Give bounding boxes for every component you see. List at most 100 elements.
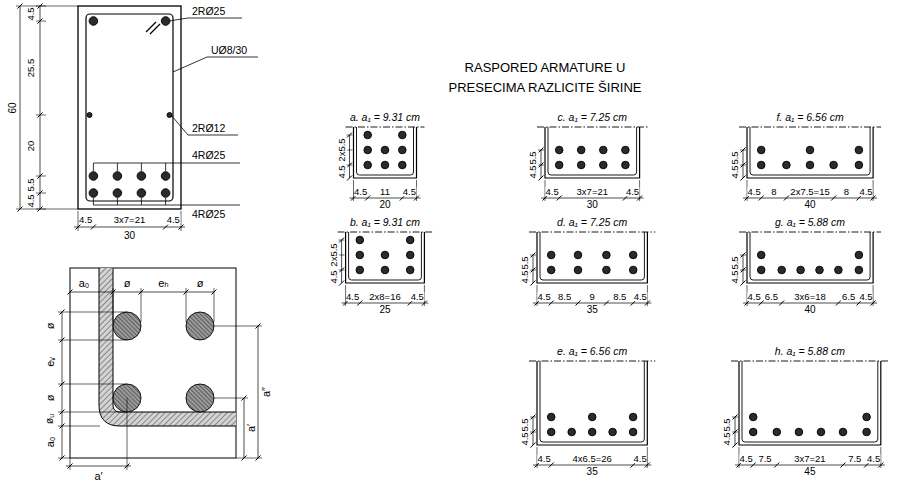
dimension: 4.5	[337, 165, 347, 178]
stirrup	[540, 361, 644, 442]
dimension: 4.5	[167, 215, 180, 225]
stirrup	[548, 127, 637, 175]
detail-symbol: a′	[94, 471, 102, 482]
rebar	[568, 428, 576, 436]
dimension-line	[735, 465, 885, 466]
dimension-line	[743, 303, 877, 304]
dimension-tick	[339, 268, 344, 273]
rebar	[399, 131, 407, 139]
dimension: 7.5	[758, 454, 771, 464]
dimension-tick	[871, 196, 876, 201]
rebar	[89, 189, 98, 198]
dimension-tick	[576, 301, 581, 306]
rebar	[588, 413, 596, 421]
dimension: 4.5	[403, 187, 416, 197]
concrete-outline	[545, 127, 640, 178]
concrete-outline	[537, 232, 647, 283]
rebar	[406, 251, 414, 259]
dimension-tick	[737, 463, 742, 468]
rebar	[600, 146, 608, 154]
rebar	[186, 312, 214, 340]
leader-line	[165, 198, 166, 205]
concrete-outline	[739, 361, 881, 445]
dimension: 40	[804, 200, 815, 210]
dimension-tick	[18, 207, 23, 212]
rebar	[547, 266, 555, 274]
rebar	[622, 146, 630, 154]
section-caption: e. a₁ = 6.56 cm	[557, 346, 627, 357]
dimension: 4.5	[859, 187, 872, 197]
rebar	[757, 161, 765, 169]
dimension-tick	[535, 463, 540, 468]
dimension-tick	[343, 301, 348, 306]
rebar	[356, 266, 364, 274]
rebar	[600, 161, 608, 169]
dimension-tick	[357, 301, 362, 306]
rebar	[406, 266, 414, 274]
dimension-line	[350, 198, 421, 199]
leader-line	[171, 115, 238, 135]
rebar	[757, 146, 765, 154]
dimension-tick	[759, 301, 764, 306]
extension-line	[740, 150, 746, 151]
extension-line	[530, 417, 536, 418]
dimension: 2x5.5	[337, 138, 347, 161]
extension-line	[113, 288, 114, 322]
rebar	[399, 161, 407, 169]
concrete-outline	[78, 6, 181, 209]
break-line	[537, 127, 648, 128]
dimension-tick	[733, 415, 738, 420]
dimension: 35	[587, 467, 598, 477]
dimension: 25.5	[26, 59, 36, 78]
extension-line	[530, 432, 536, 433]
detail-symbol: eₕ	[158, 278, 169, 289]
dimension-tick	[759, 196, 764, 201]
dimension-tick	[347, 133, 352, 138]
extension-line	[58, 340, 127, 341]
detail-symbol: eᵥ	[45, 357, 56, 367]
rebar	[89, 17, 98, 26]
extension-line	[339, 255, 345, 256]
extension-line	[127, 398, 128, 470]
dimension-tick	[339, 281, 344, 286]
concrete-outline	[747, 127, 873, 178]
dimension: 7.5	[848, 454, 861, 464]
dimension-tick	[400, 196, 405, 201]
dimension: 4.5	[634, 292, 647, 302]
dimension: 3x7=21	[577, 187, 608, 197]
dimension-tick	[347, 163, 352, 168]
rebar	[863, 413, 871, 421]
dimension-line	[541, 198, 644, 199]
dimension: 60	[8, 102, 18, 113]
extension-line	[141, 288, 142, 322]
detail-symbol: ø	[197, 278, 204, 289]
concrete-outline	[747, 232, 873, 283]
rebar	[381, 146, 389, 154]
dimension: 4.5	[520, 432, 530, 445]
rebar	[855, 161, 863, 169]
rebar	[381, 251, 389, 259]
dimension: 4.5	[545, 187, 558, 197]
dimension: 20	[379, 200, 390, 210]
extension-line	[740, 165, 746, 166]
section-variant	[537, 127, 648, 201]
dimension-tick	[256, 324, 261, 329]
dimension-tick	[531, 415, 536, 420]
extension-line	[36, 176, 46, 177]
section-variant	[346, 127, 425, 201]
rebar	[161, 189, 170, 198]
figure-title: RASPORED ARMATURE U PRESECIMA RAZLICITE …	[432, 58, 658, 97]
leader-line	[93, 198, 94, 205]
concrete-outline	[354, 127, 417, 178]
rebar	[816, 266, 824, 274]
rebar	[603, 266, 611, 274]
detail-symbol: a₀	[79, 278, 90, 289]
stirrup	[349, 232, 422, 280]
dimension: 4.5	[354, 187, 367, 197]
rebar	[356, 251, 364, 259]
dimension-tick	[631, 301, 636, 306]
dimension-tick	[531, 253, 536, 258]
rebar	[778, 266, 786, 274]
rebar-label: 4RØ25	[192, 208, 225, 219]
dimension: 4.5	[528, 165, 538, 178]
